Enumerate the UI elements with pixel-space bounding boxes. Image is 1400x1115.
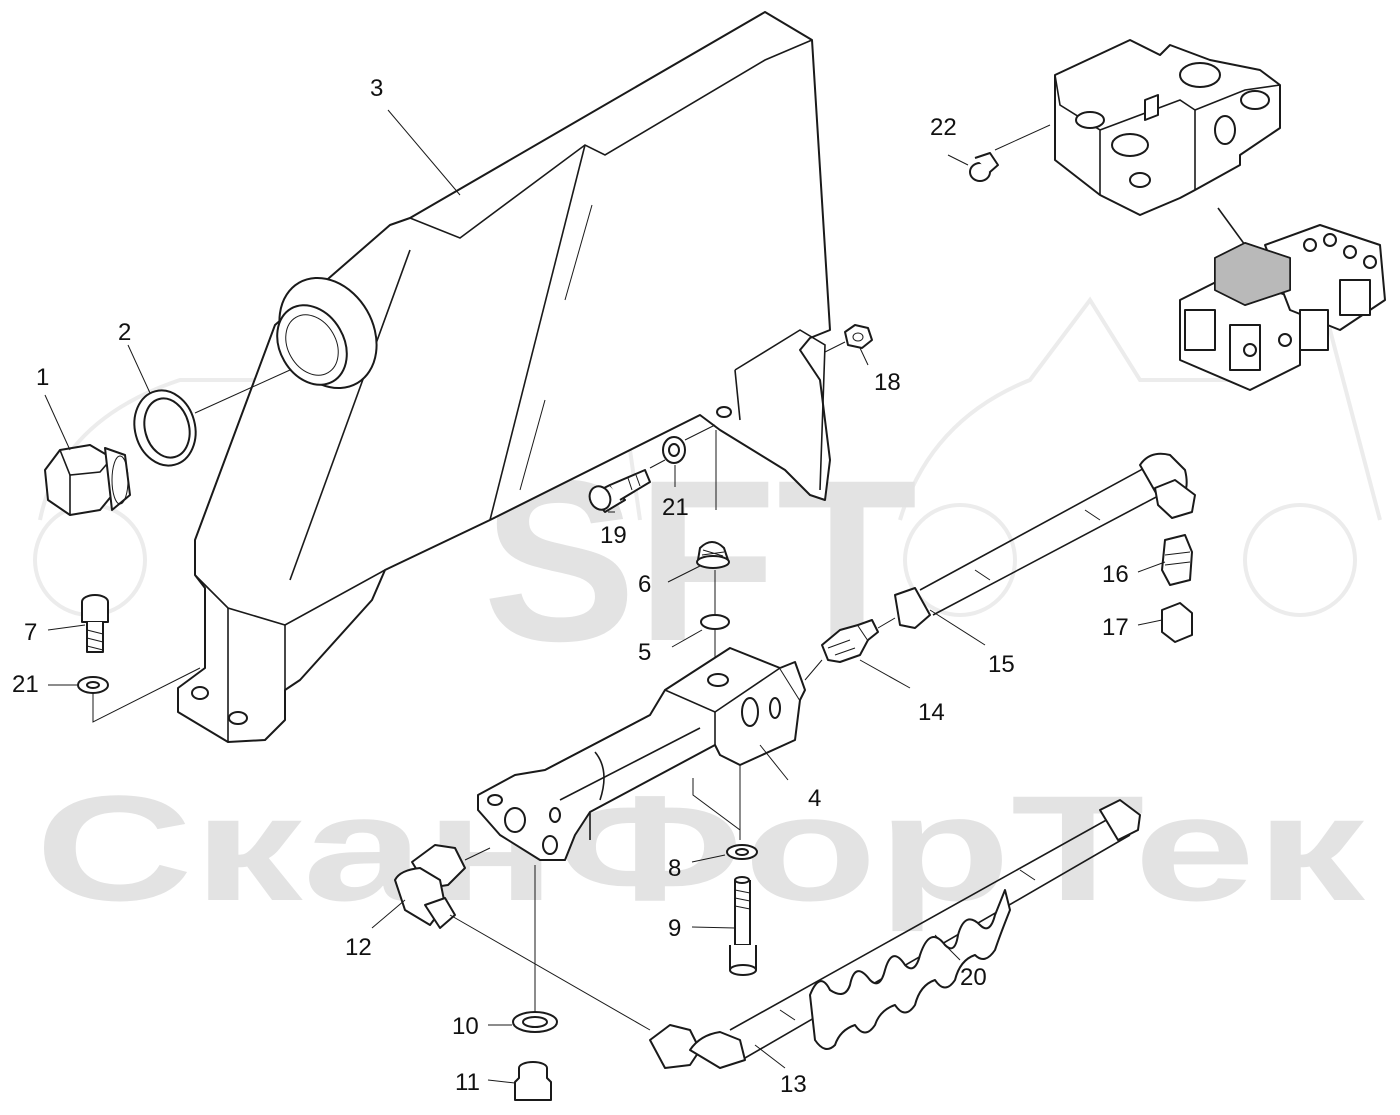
fitting-part-22	[969, 152, 999, 182]
callout-17: 17	[1102, 614, 1129, 641]
callout-21-upper: 21	[662, 494, 689, 521]
callout-5: 5	[638, 639, 651, 666]
callout-11: 11	[455, 1069, 480, 1096]
spiral-guard-part-20	[809, 889, 1011, 1050]
callout-19: 19	[600, 522, 627, 549]
plug-part-1	[44, 444, 131, 516]
nut-part-18	[844, 324, 873, 349]
cylinder-part-4	[477, 647, 806, 861]
valve-block	[1054, 39, 1281, 216]
nut-part-17	[1161, 602, 1193, 643]
hose-part-15	[894, 452, 1196, 629]
filter-part-6	[696, 541, 730, 569]
bolt-part-9	[729, 876, 757, 976]
elbow-fitting-part-12	[394, 844, 466, 929]
callout-9: 9	[668, 915, 681, 942]
watermark-name: СканФорТек	[35, 764, 1366, 932]
callout-3: 3	[370, 75, 383, 102]
assembly-line-19-21	[649, 424, 716, 469]
callout-18: 18	[874, 369, 901, 396]
callout-13: 13	[780, 1071, 807, 1098]
callout-4: 4	[808, 785, 821, 812]
bolt-part-7	[81, 594, 109, 653]
assembly-line-2-3	[194, 369, 291, 414]
o-ring-part-5	[700, 614, 730, 630]
callout-22: 22	[930, 114, 957, 141]
assembly-line-4-lower	[692, 765, 741, 840]
callout-12: 12	[345, 934, 372, 961]
tank-part-3	[177, 11, 831, 743]
callout-10: 10	[452, 1013, 479, 1040]
seal-ring-part-2	[133, 389, 197, 467]
assembly-line-7	[92, 667, 201, 723]
plug-part-11	[514, 1061, 552, 1101]
washer-part-21-upper	[662, 436, 686, 464]
bolt-part-19	[588, 469, 651, 513]
washer-part-10	[512, 1011, 558, 1033]
callout-7: 7	[24, 619, 37, 646]
assembly-line-18	[824, 341, 846, 353]
callout-16: 16	[1102, 561, 1129, 588]
assembly-line-12	[449, 847, 651, 1031]
washer-part-21-lower	[77, 676, 109, 694]
adapter-part-16	[1161, 534, 1193, 586]
callouts: 1 2 3 4 5 6 7 8 9 10 11 12 13 14 15 16 1…	[12, 75, 1129, 1098]
hose-part-13	[649, 799, 1141, 1069]
callout-15: 15	[988, 651, 1015, 678]
valve-assembly-locator	[1179, 207, 1386, 391]
callout-21-lower: 21	[12, 671, 39, 698]
assembly-line-14	[804, 617, 896, 681]
callout-2: 2	[118, 319, 131, 346]
callout-14: 14	[918, 699, 945, 726]
leader-lines	[44, 109, 1166, 1084]
callout-1: 1	[36, 364, 49, 391]
callout-8: 8	[668, 855, 681, 882]
callout-6: 6	[638, 571, 651, 598]
callout-20: 20	[960, 964, 987, 991]
fitting-part-14	[821, 619, 879, 663]
washer-part-8	[726, 844, 758, 860]
